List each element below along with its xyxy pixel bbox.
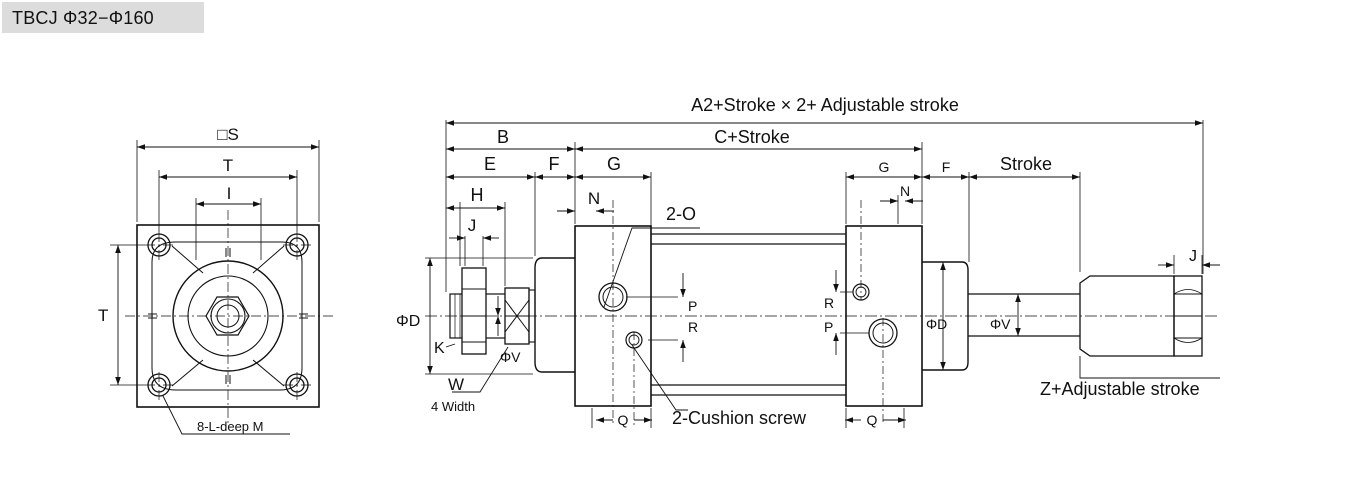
dim-p-left: P [688,298,697,314]
dim-c-stroke: C+Stroke [714,127,790,147]
dim-w: W [448,375,464,394]
dim-f-left: F [549,154,560,174]
dim-f-right: F [942,159,951,175]
dim-t-top: T [223,156,233,175]
dim-h: H [471,185,484,205]
dim-q-right: Q [867,412,878,428]
dim-j-right: J [1189,248,1197,265]
dim-k: K [434,340,445,357]
dim-g-right: G [879,159,890,175]
dim-i: I [227,184,232,203]
label-cushion-screw: 2-Cushion screw [672,408,807,428]
rear-boss [534,257,575,373]
page-title: TBCJ Φ32−Φ160 [2,2,204,33]
end-view [110,140,335,435]
dim-n-right: N [900,183,910,199]
dim-n-left: N [588,189,600,208]
dim-e: E [484,154,496,174]
dim-t-side: T [98,306,108,325]
dim-r-right: R [824,295,834,311]
dim-j-left: J [468,216,477,235]
label-2-o: 2-O [666,204,696,224]
dim-r-left: R [688,319,698,335]
side-view [425,120,1220,428]
dim-q-left: Q [618,412,629,428]
dim-g-left: G [607,154,621,174]
dim-phi-d-right: ΦD [926,316,947,332]
dim-b: B [497,127,509,147]
dim-p-right: P [824,319,833,335]
note-mounting-holes: 8-L-deep M [197,419,263,434]
tie-rods [651,233,846,396]
dim-phi-d-left: ΦD [396,313,420,330]
dim-square-s: □S [217,125,239,144]
dim-phi-v-left: ΦV [500,349,521,365]
piston-rod [968,293,1080,337]
dim-phi-v-right: ΦV [990,316,1011,332]
note-4-width: 4 Width [431,399,475,414]
rear-nut [461,267,487,355]
dim-overall-length: A2+Stroke × 2+ Adjustable stroke [691,95,959,115]
dim-stroke: Stroke [1000,154,1052,174]
dim-z-adjustable: Z+Adjustable stroke [1040,379,1200,399]
